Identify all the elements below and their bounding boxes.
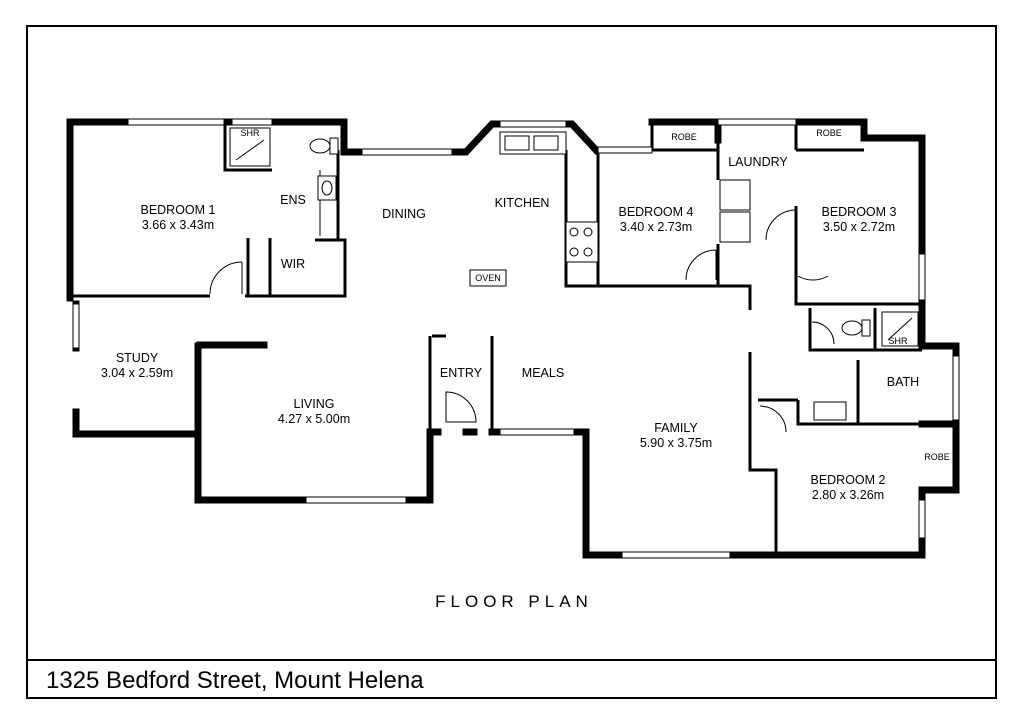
dryer-icon bbox=[719, 211, 751, 243]
cooktop-icon bbox=[565, 221, 599, 263]
fixtures bbox=[229, 127, 919, 421]
bedroom4-size: 3.40 x 2.73m bbox=[620, 220, 692, 234]
bedroom3-size: 3.50 x 2.72m bbox=[823, 220, 895, 234]
bedroom1-size: 3.66 x 3.43m bbox=[142, 218, 214, 232]
bedroom2-name: BEDROOM 2 bbox=[810, 473, 885, 487]
plan-title: FLOOR PLAN bbox=[435, 592, 593, 611]
study-size: 3.04 x 2.59m bbox=[101, 366, 173, 380]
washer-icon bbox=[719, 179, 751, 211]
windows bbox=[72, 118, 960, 559]
oven-icon bbox=[469, 269, 507, 287]
laundry-name: LAUNDRY bbox=[728, 155, 788, 169]
room-labels: BEDROOM 1 3.66 x 3.43m ENS WIR SHR DININ… bbox=[101, 128, 950, 502]
wir-name: WIR bbox=[281, 257, 305, 271]
bedroom4-name: BEDROOM 4 bbox=[618, 205, 693, 219]
robe3-name: ROBE bbox=[816, 128, 842, 138]
kitchen-name: KITCHEN bbox=[495, 196, 550, 210]
dining-name: DINING bbox=[382, 207, 426, 221]
robe4-name: ROBE bbox=[671, 132, 697, 142]
robe2-name: ROBE bbox=[924, 452, 950, 462]
bath-name: BATH bbox=[887, 375, 919, 389]
footer-divider bbox=[26, 659, 997, 661]
door-swings bbox=[209, 170, 835, 433]
family-size: 5.90 x 3.75m bbox=[640, 436, 712, 450]
property-address: 1325 Bedford Street, Mount Helena bbox=[46, 667, 424, 694]
interior-walls bbox=[70, 122, 922, 555]
living-size: 4.27 x 5.00m bbox=[278, 412, 350, 426]
family-name: FAMILY bbox=[654, 421, 698, 435]
living-name: LIVING bbox=[294, 397, 335, 411]
study-name: STUDY bbox=[116, 351, 159, 365]
toilet-icon bbox=[841, 320, 863, 336]
bedroom1-name: BEDROOM 1 bbox=[140, 203, 215, 217]
toilet-icon bbox=[309, 138, 331, 154]
page-frame bbox=[26, 25, 997, 699]
shr2-name: SHR bbox=[888, 336, 908, 346]
ens-name: ENS bbox=[280, 193, 306, 207]
bedroom3-name: BEDROOM 3 bbox=[821, 205, 896, 219]
meals-name: MEALS bbox=[522, 366, 564, 380]
oven-name: OVEN bbox=[475, 273, 501, 283]
bedroom2-size: 2.80 x 3.26m bbox=[812, 488, 884, 502]
shr1-name: SHR bbox=[240, 128, 260, 138]
entry-name: ENTRY bbox=[440, 366, 483, 380]
